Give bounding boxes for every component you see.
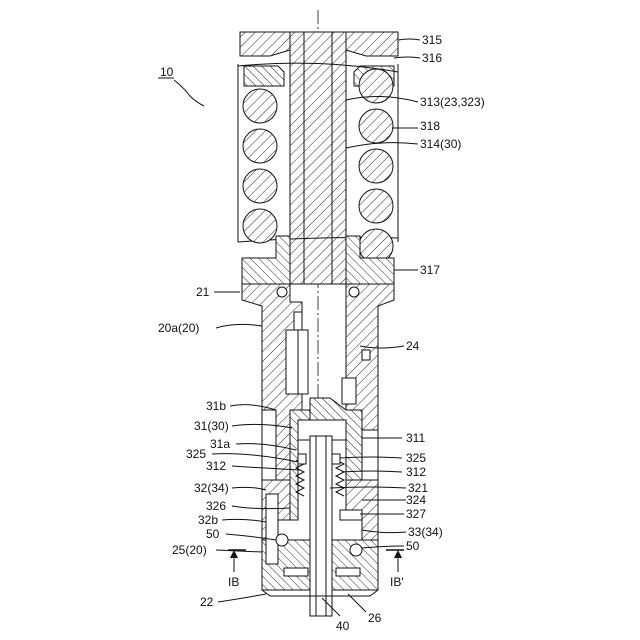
label-31: 31(30) <box>194 419 229 433</box>
label-316: 316 <box>422 51 442 65</box>
label-326: 326 <box>206 499 226 513</box>
label-25: 25(20) <box>172 543 207 557</box>
shaft-313 <box>290 32 346 284</box>
label-325-right: 325 <box>406 451 426 465</box>
label-311: 311 <box>406 431 425 445</box>
spring-coils-left <box>243 89 277 243</box>
label-327: 327 <box>406 507 426 521</box>
figure-ref-10: 10 <box>158 65 204 106</box>
label-31b: 31b <box>206 399 226 413</box>
label-314: 314(30) <box>420 137 461 151</box>
label-22: 22 <box>200 595 214 609</box>
label-IB: IB <box>228 575 239 589</box>
label-312-left: 312 <box>206 459 226 473</box>
label-40: 40 <box>336 619 350 633</box>
spring-coils-right <box>359 69 393 263</box>
label-20a: 20a(20) <box>158 321 199 335</box>
label-325-left: 325 <box>186 447 206 461</box>
label-33: 33(34) <box>408 525 443 539</box>
label-324: 324 <box>406 493 426 507</box>
label-24: 24 <box>406 339 420 353</box>
ref-number-10: 10 <box>160 65 174 79</box>
label-312-right: 312 <box>406 465 426 479</box>
label-31a: 31a <box>210 437 230 451</box>
label-IB-prime: IB' <box>390 575 404 589</box>
label-313: 313(23,323) <box>420 95 485 109</box>
label-21: 21 <box>196 285 210 299</box>
label-32: 32(34) <box>194 481 229 495</box>
label-50-left: 50 <box>206 527 220 541</box>
label-26: 26 <box>368 611 382 625</box>
label-317: 317 <box>420 263 440 277</box>
label-318: 318 <box>420 119 440 133</box>
label-32b: 32b <box>198 513 218 527</box>
label-315: 315 <box>422 33 442 47</box>
label-50-right: 50 <box>406 539 420 553</box>
plunger-321 <box>310 436 332 616</box>
